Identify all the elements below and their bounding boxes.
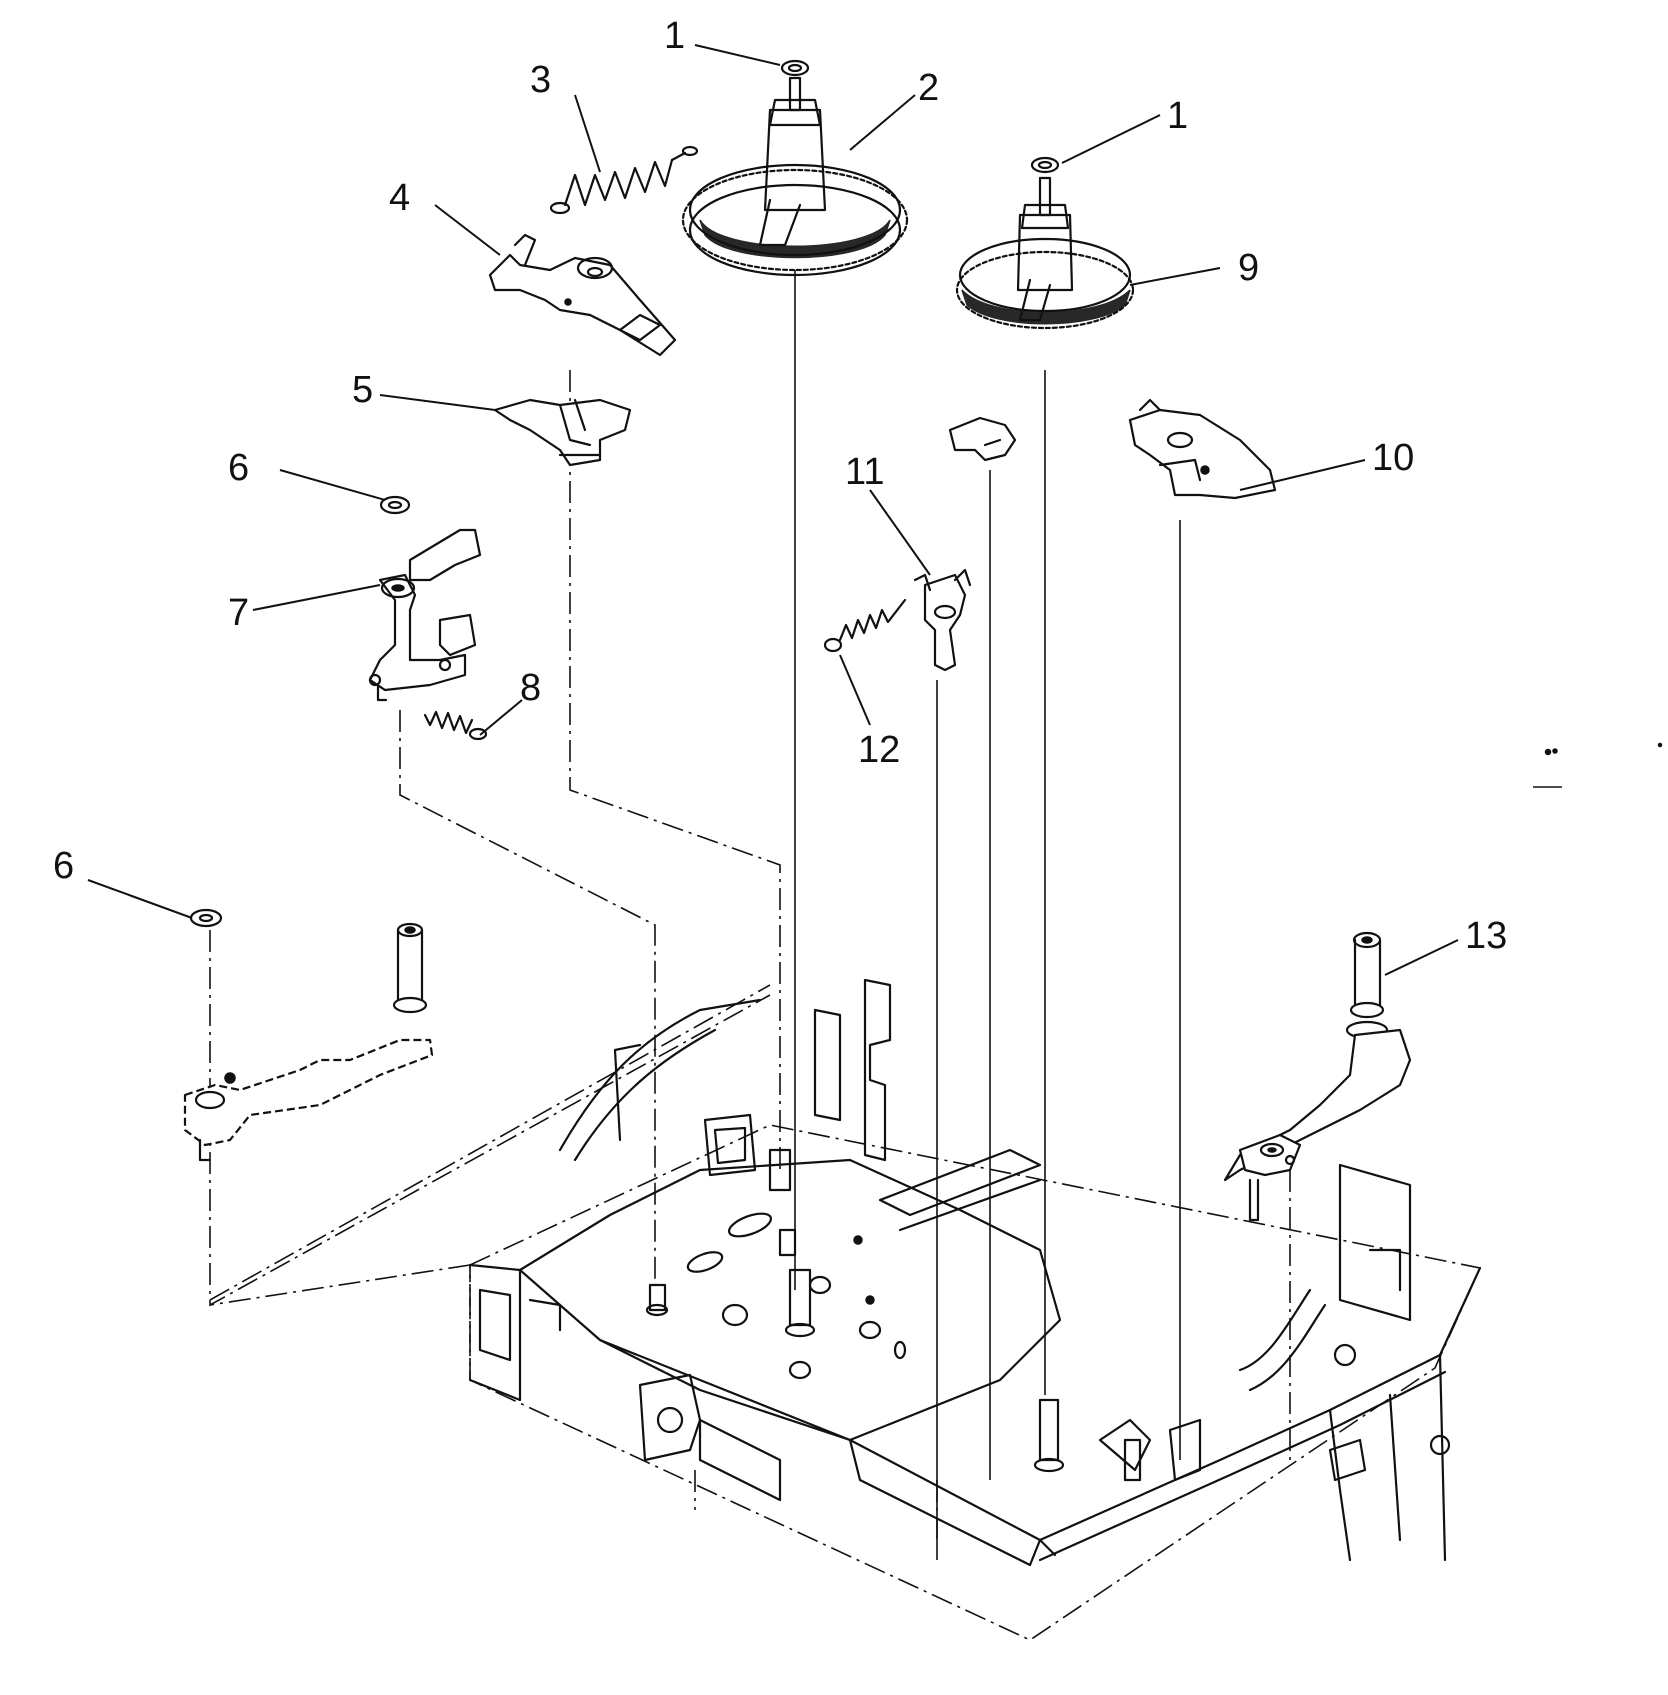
callout-2: 2 bbox=[918, 67, 939, 109]
washer-part-1-a bbox=[780, 59, 810, 77]
washer-part-6-a bbox=[379, 495, 411, 515]
callout-13: 13 bbox=[1465, 915, 1507, 957]
pinch-arm-left bbox=[183, 922, 434, 1162]
gear-part-9 bbox=[955, 176, 1135, 330]
leader-lines bbox=[87, 44, 1459, 976]
callout-12: 12 bbox=[858, 729, 900, 771]
spring-part-3 bbox=[549, 145, 699, 215]
callout-3: 3 bbox=[530, 59, 551, 101]
washer-part-6-b bbox=[189, 908, 223, 928]
callout-6-bottom: 6 bbox=[53, 845, 74, 887]
assembly-lines bbox=[209, 270, 1291, 1560]
callout-9: 9 bbox=[1238, 247, 1259, 289]
washer-part-1-b bbox=[1030, 156, 1060, 174]
callout-10: 10 bbox=[1372, 437, 1414, 479]
gear-part-2 bbox=[681, 76, 909, 277]
callout-1-right: 1 bbox=[1167, 95, 1188, 137]
arm-part-11 bbox=[913, 568, 972, 672]
speckles bbox=[1533, 742, 1663, 788]
callout-6-top: 6 bbox=[228, 447, 249, 489]
lever-part-10 bbox=[1128, 398, 1277, 500]
callout-5: 5 bbox=[352, 369, 373, 411]
bracket-part-5 bbox=[493, 398, 632, 467]
callout-4: 4 bbox=[389, 177, 410, 219]
spring-part-8 bbox=[423, 710, 488, 741]
chassis bbox=[209, 978, 1482, 1641]
callout-1-top: 1 bbox=[664, 15, 685, 57]
spring-part-12 bbox=[823, 598, 907, 653]
pinch-roller-part-13 bbox=[1223, 931, 1412, 1222]
callout-7: 7 bbox=[228, 592, 249, 634]
callout-8: 8 bbox=[520, 667, 541, 709]
arm-part-7 bbox=[368, 528, 482, 702]
callout-labels: 1 2 3 1 4 9 5 6 10 11 7 8 12 6 13 bbox=[53, 15, 1507, 957]
callout-11: 11 bbox=[845, 451, 884, 493]
lever-part-4 bbox=[488, 233, 677, 357]
cam-part bbox=[948, 416, 1017, 462]
